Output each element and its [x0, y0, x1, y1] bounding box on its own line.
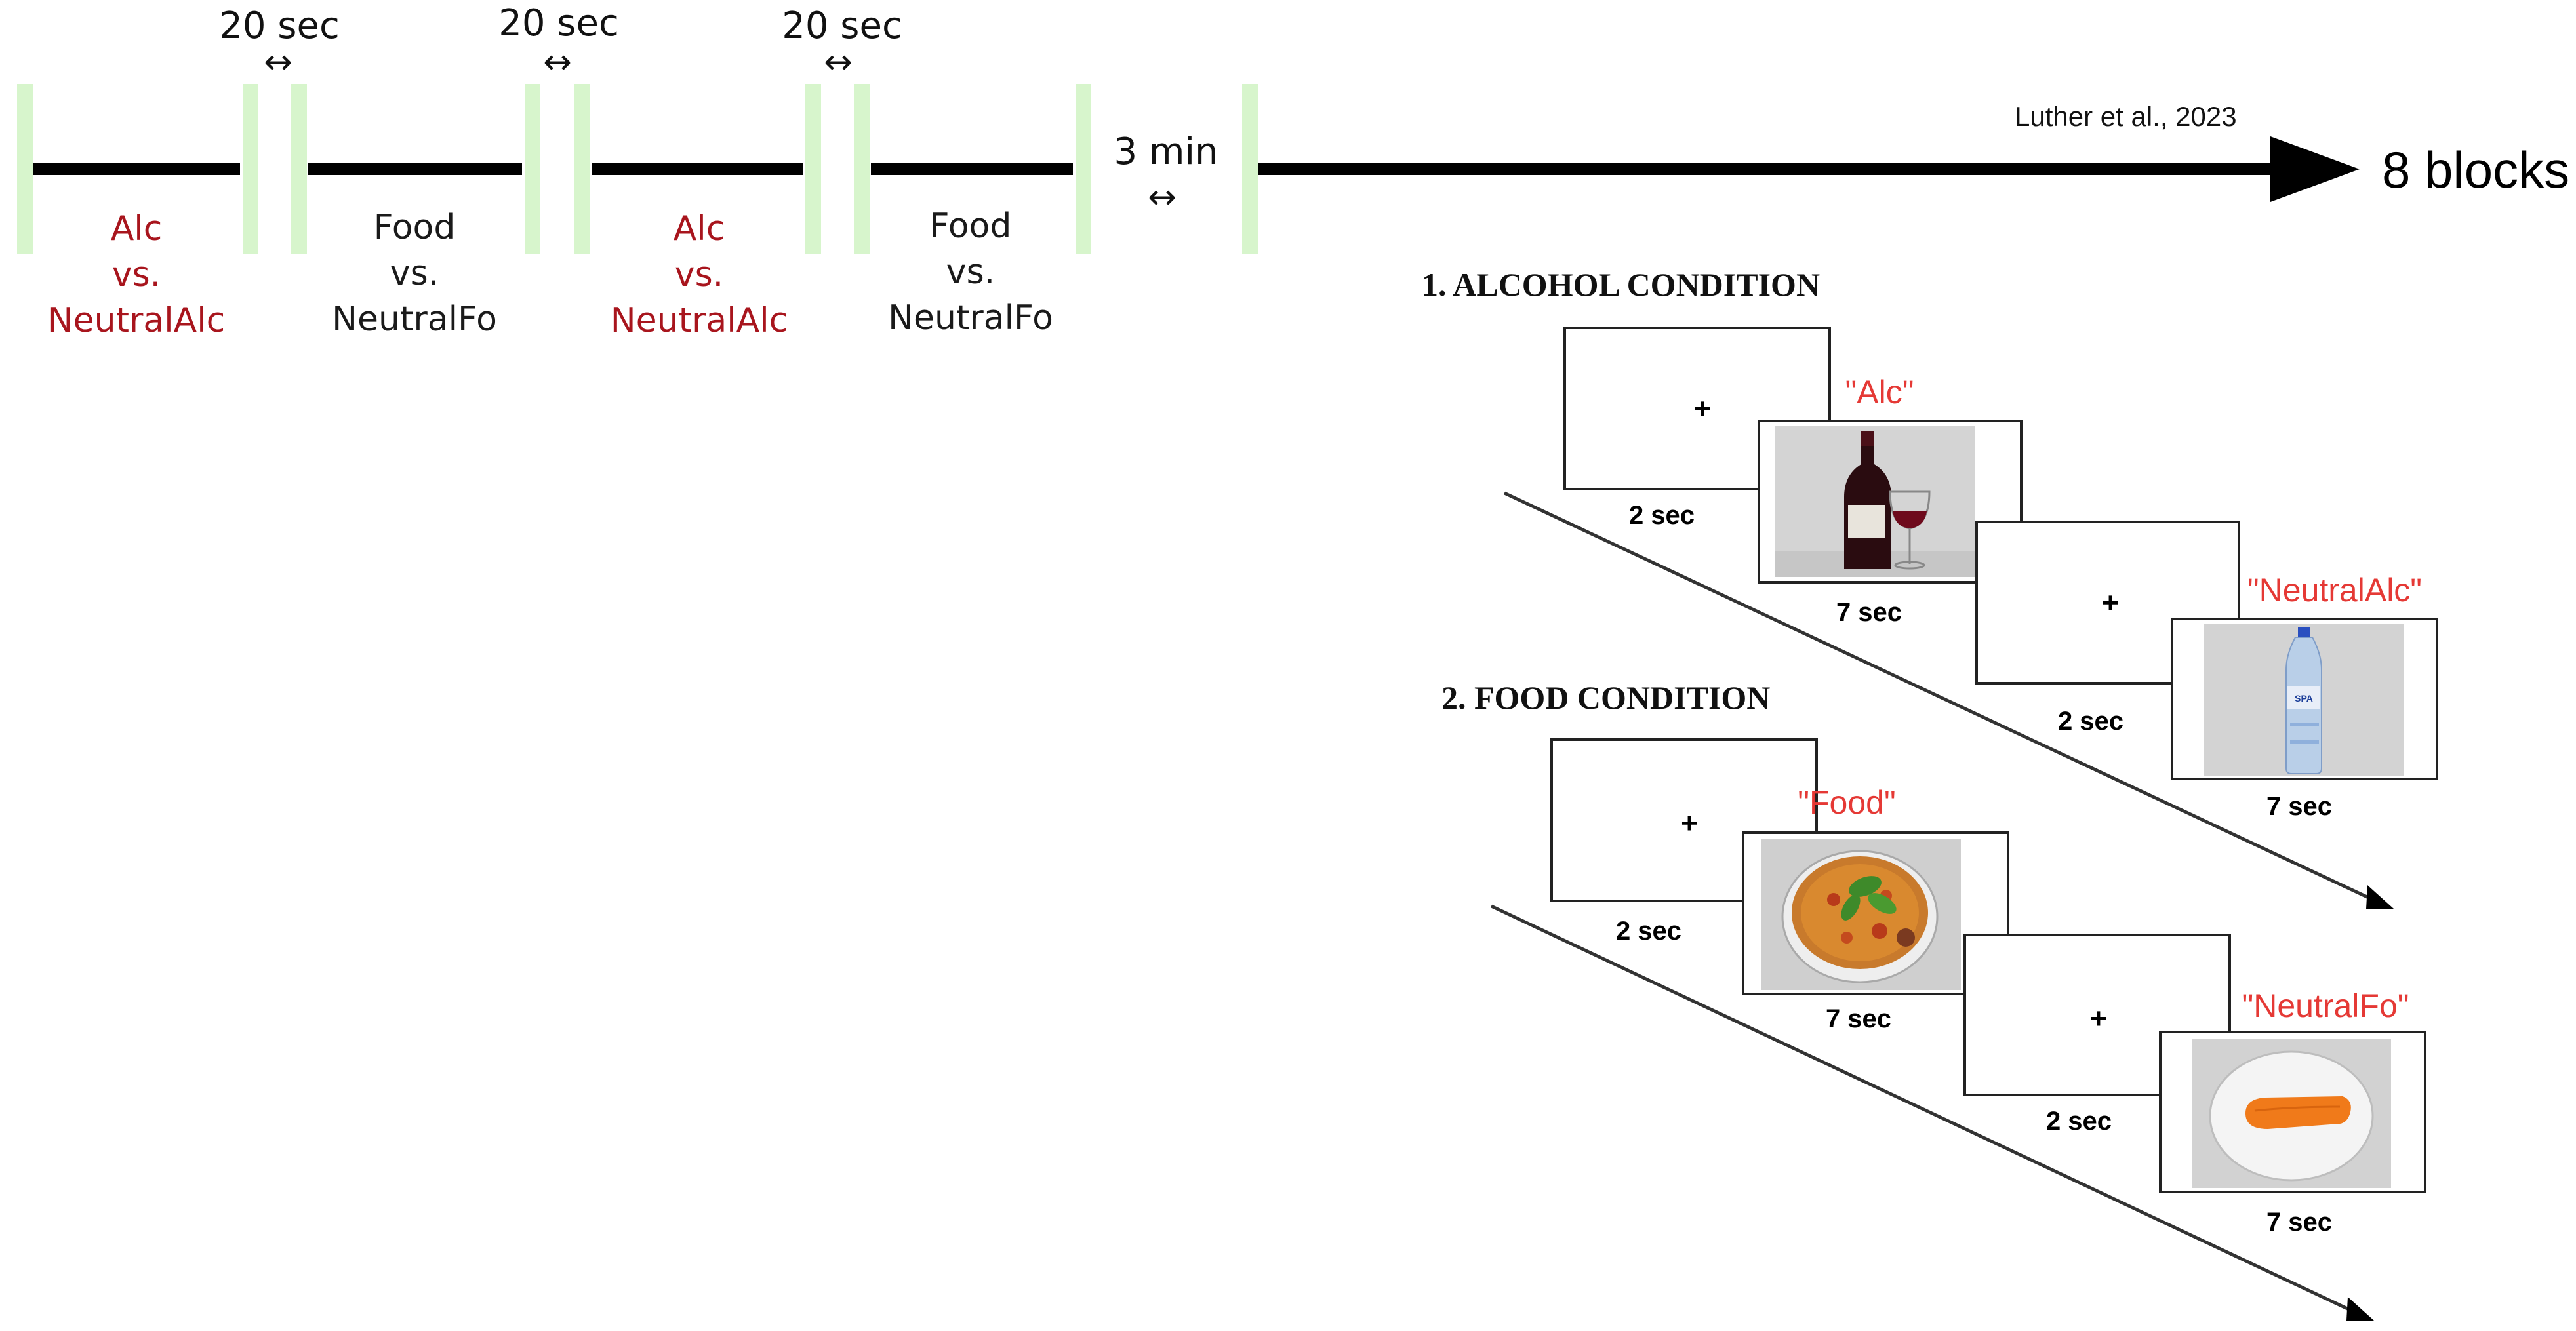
block-label-alcohol: Alc vs. NeutralAlc — [47, 209, 226, 340]
block-line — [871, 163, 1073, 175]
rest-duration-label: 3 min — [1114, 130, 1218, 173]
stimulus-screen: SPA — [2171, 618, 2438, 780]
fixation-duration: 2 sec — [1628, 501, 1695, 530]
stimulus-screen — [1742, 831, 2009, 995]
svg-text:SPA: SPA — [2295, 693, 2313, 704]
block-separator — [854, 84, 870, 254]
double-arrow-icon: ↔ — [543, 43, 572, 82]
stimulus-duration: 7 sec — [1825, 1004, 1892, 1033]
fixation-duration: 2 sec — [2045, 1107, 2112, 1136]
stimulus-label: "Food" — [1798, 784, 1896, 821]
timeline-arrowhead-icon — [2270, 136, 2360, 202]
carrot-image — [2192, 1039, 2391, 1188]
double-arrow-icon: ↔ — [1148, 178, 1177, 217]
block-separator — [17, 84, 33, 254]
stimulus-duration: 7 sec — [2266, 792, 2333, 821]
food-time-arrowhead-icon — [2346, 1297, 2374, 1321]
gap-duration-label: 20 sec — [219, 5, 340, 47]
pizza-image — [1761, 839, 1961, 990]
alcohol-time-line — [1503, 491, 2374, 902]
block-label-food: Food vs. NeutralFo — [888, 207, 1053, 338]
condition-title: 2. FOOD CONDITION — [1441, 679, 1771, 716]
block-line — [308, 163, 522, 175]
alcohol-time-arrowhead-icon — [2366, 885, 2394, 909]
food-time-line — [1490, 904, 2354, 1313]
block-separator — [1242, 84, 1258, 254]
block-separator — [805, 84, 821, 254]
block-separator — [525, 84, 540, 254]
stimulus-duration: 7 sec — [2266, 1208, 2333, 1237]
stimulus-label: "Alc" — [1845, 374, 1914, 410]
stimulus-label: "NeutralAlc" — [2247, 572, 2423, 608]
fixation-cross-icon: + — [1681, 807, 1698, 839]
block-separator — [243, 84, 258, 254]
double-arrow-icon: ↔ — [264, 43, 292, 82]
block-label-food: Food vs. NeutralFo — [332, 208, 497, 339]
block-separator — [574, 84, 590, 254]
condition-title: 1. ALCOHOL CONDITION — [1422, 266, 1821, 303]
stimulus-duration: 7 sec — [1836, 598, 1902, 627]
stimulus-screen — [2159, 1031, 2426, 1193]
citation: Luther et al., 2023 — [2015, 101, 2237, 132]
stimulus-label: "NeutralFo" — [2242, 987, 2409, 1024]
wine-image — [1775, 426, 1975, 577]
block-separator — [1076, 84, 1091, 254]
gap-duration-label: 20 sec — [498, 2, 619, 45]
fixation-duration: 2 sec — [1615, 917, 1682, 945]
block-line — [33, 163, 240, 175]
double-arrow-icon: ↔ — [824, 43, 853, 82]
block-label-alcohol: Alc vs. NeutralAlc — [610, 209, 788, 340]
stimulus-screen — [1758, 420, 2023, 584]
fixation-duration: 2 sec — [2057, 707, 2124, 736]
gap-duration-label: 20 sec — [782, 5, 902, 47]
end-label: 8 blocks — [2382, 141, 2570, 199]
fixation-cross-icon: + — [1694, 393, 1711, 425]
block-line — [592, 163, 803, 175]
timeline-arrow-shaft — [1258, 163, 2281, 175]
block-separator — [291, 84, 307, 254]
fixation-cross-icon: + — [2102, 587, 2119, 619]
water-bottle-image: SPA — [2204, 624, 2404, 776]
fixation-cross-icon: + — [2090, 1003, 2107, 1035]
